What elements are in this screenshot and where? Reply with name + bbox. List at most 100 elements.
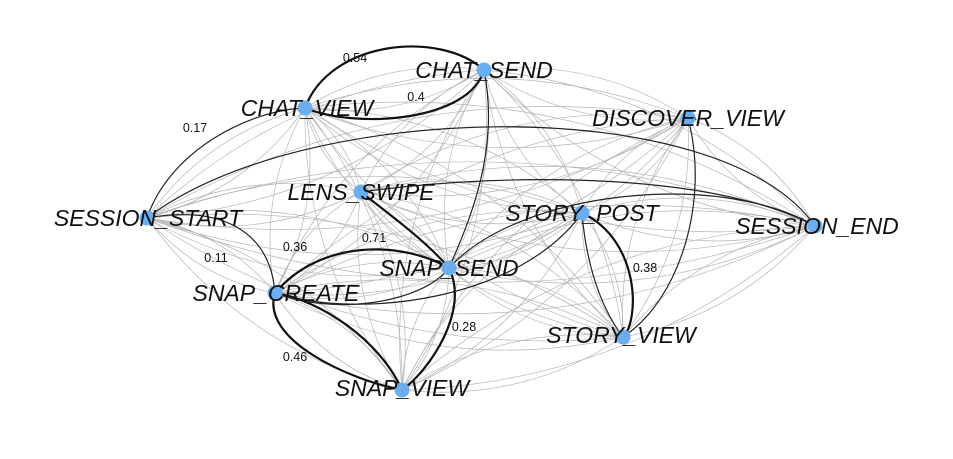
bg-edge-snap_send-snap_create-a [274, 262, 450, 294]
node-discover-view[interactable]: DISCOVER_VIEW [592, 105, 786, 131]
bg-edge-lens_swipe-story_view-a [360, 191, 624, 338]
bg-edge-discover_view-session_end-a [687, 117, 816, 227]
bg-edge-chat_view-snap_send-b [304, 107, 450, 269]
node-label: STORY_POST [505, 200, 660, 226]
bg-edge-session_start-session_end-b [146, 161, 816, 227]
edge-snap-create-to-snap-view [272, 292, 403, 392]
node-chat-view[interactable]: CHAT_VIEW [241, 95, 376, 121]
bg-edge-session_start-story_post-b [146, 176, 583, 219]
background-edges [146, 66, 816, 393]
edge-session-start-to-session-end [146, 126, 816, 227]
edge-snap-create-to-snap-send [274, 248, 450, 294]
edge-session-start-to-snap-create [146, 214, 276, 294]
node-lens-swipe[interactable]: LENS_SWIPE [288, 179, 436, 205]
bg-edge-story_view-snap_view-a [401, 334, 624, 391]
edge-snap-send-to-snap-view [401, 267, 456, 391]
edge-story-view-to-story-post [581, 212, 624, 338]
bg-edge-chat_send-story_post-a [483, 69, 583, 214]
node-snap-create[interactable]: SNAP_CREATE [192, 280, 360, 306]
edge-session-start-to-chat-view [146, 107, 306, 219]
bg-edge-snap_create-story_view-a [274, 292, 624, 351]
bg-edge-discover_view-session_start-a [146, 106, 689, 219]
node-label: SESSION_END [735, 213, 899, 239]
bg-edge-session_start-story_view-a [146, 217, 624, 342]
bg-edge-discover_view-story_view-a [622, 117, 689, 338]
bg-edge-session_end-snap_view-b [401, 225, 816, 391]
node-dot[interactable] [353, 184, 369, 200]
bg-edge-chat_view-discover_view-b [304, 78, 689, 119]
bg-edge-snap_send-snap_view-a [401, 267, 450, 391]
node-label: CHAT_VIEW [241, 95, 376, 121]
node-dot[interactable] [441, 260, 457, 276]
node-dot[interactable] [297, 100, 313, 116]
bg-edge-discover_view-lens_swipe-b [360, 117, 689, 197]
bg-edge-session_end-snap_create-a [274, 204, 816, 294]
edge-weight-lens-swipe-snap-send: 0.71 [362, 231, 386, 245]
bg-edge-snap_create-snap_view-b [274, 292, 403, 391]
node-dot[interactable] [267, 285, 283, 301]
node-dot[interactable] [807, 218, 823, 234]
edge-weight-session-start-chat-view: 0.17 [183, 121, 207, 135]
bg-edge-session_start-story_post-a [146, 212, 583, 255]
bg-edge-story_post-snap_view-b [401, 212, 583, 391]
bg-edge-chat_view-snap_create-a [269, 107, 306, 294]
bg-edge-session_start-snap_send-a [146, 217, 450, 277]
bg-edge-session_end-snap_view-a [401, 225, 816, 391]
edge-discover-view-to-story-view [622, 117, 696, 338]
bg-edge-chat_view-session_end-b [304, 101, 816, 227]
edge-lens-swipe-to-snap-send [360, 191, 450, 269]
node-label: SNAP_CREATE [192, 280, 360, 306]
bg-edge-lens_swipe-snap_create-a [274, 191, 362, 294]
bg-edge-session_end-story_view-b [622, 225, 816, 338]
bg-edge-story_view-snap_view-b [401, 336, 624, 393]
node-dot[interactable] [139, 210, 155, 226]
bg-edge-story_post-snap_send-a [448, 212, 583, 269]
bg-edge-chat_send-snap_send-a [444, 69, 485, 269]
node-dot[interactable] [394, 382, 410, 398]
node-label: LENS_SWIPE [288, 179, 436, 205]
bg-edge-chat_send-discover_view-b [483, 67, 689, 119]
bg-edge-story_post-session_end-a [581, 212, 816, 242]
edge-story-post-to-story-view [581, 212, 634, 338]
bg-edge-chat_send-snap_create-a [274, 69, 485, 294]
node-session-start[interactable]: SESSION_START [54, 205, 244, 231]
bg-edge-chat_send-story_post-b [483, 69, 583, 214]
node-label: CHAT_SEND [415, 57, 553, 83]
bg-edge-session_end-snap_create-b [274, 225, 816, 315]
node-dot[interactable] [680, 110, 696, 126]
bg-edge-chat_send-session_end-b [483, 69, 816, 227]
bg-edge-chat_send-session_end-a [483, 69, 816, 227]
edge-weight-snap-send-snap-view: 0.28 [452, 320, 476, 334]
bg-edge-discover_view-snap_create-a [274, 117, 689, 294]
node-story-post[interactable]: STORY_POST [505, 200, 660, 226]
bg-edge-session_start-snap_create-b [146, 217, 276, 294]
node-dot[interactable] [615, 329, 631, 345]
edge-weight-chat-view-chat-send: 0.54 [343, 51, 367, 65]
node-chat-send[interactable]: CHAT_SEND [415, 57, 553, 83]
bg-edge-discover_view-snap_view-a [401, 117, 689, 391]
bg-edge-discover_view-snap_create-b [274, 117, 689, 294]
bg-edge-story_post-story_view-a [581, 212, 624, 338]
bg-edge-chat_send-story_view-a [483, 69, 624, 338]
bg-edge-session_start-story_view-b [146, 213, 624, 338]
edge-weight-story-post-story-view: 0.38 [633, 261, 657, 275]
node-session-end[interactable]: SESSION_END [735, 213, 899, 239]
bg-edge-chat_send-story_view-b [483, 69, 624, 338]
node-snap-view[interactable]: SNAP_VIEW [335, 375, 471, 401]
bg-edge-snap_send-story_view-b [448, 267, 624, 338]
bg-edge-discover_view-story_view-b [622, 117, 689, 338]
bg-edge-chat_send-lens_swipe-a [360, 69, 485, 193]
bg-edge-snap_create-story_view-b [274, 279, 624, 338]
edge-weight-session-start-snap-create: 0.11 [204, 251, 227, 265]
nodes: CHAT_SEND CHAT_VIEW DISCOVER_VIEW LENS_SWIP… [54, 57, 899, 401]
node-snap-send[interactable]: SNAP_SEND [379, 255, 518, 281]
edge-weight-chat-send-chat-view: 0.4 [407, 90, 424, 104]
node-story-view[interactable]: STORY_VIEW [546, 322, 698, 348]
bg-edge-chat_send-session_start-b [146, 69, 485, 219]
bg-edge-session_end-snap_send-b [448, 225, 816, 284]
node-dot[interactable] [574, 205, 590, 221]
node-dot[interactable] [476, 62, 492, 78]
node-label: SNAP_VIEW [335, 375, 471, 401]
edge-weight-snap-create-snap-send: 0.36 [283, 240, 307, 254]
